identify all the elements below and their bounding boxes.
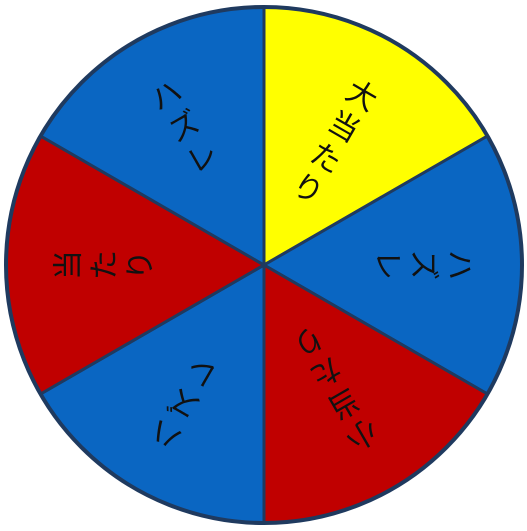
label-char: ズ xyxy=(406,250,441,280)
wheel-segment-label-2: ハズレ xyxy=(370,250,477,280)
label-char: た xyxy=(88,250,123,280)
label-char: り xyxy=(124,250,159,280)
label-char: レ xyxy=(370,250,405,280)
label-char: 当 xyxy=(52,250,87,280)
wheel-outline xyxy=(4,5,524,525)
wheel-segment-label-5: 当たり xyxy=(52,250,159,280)
label-char: ハ xyxy=(442,250,477,280)
